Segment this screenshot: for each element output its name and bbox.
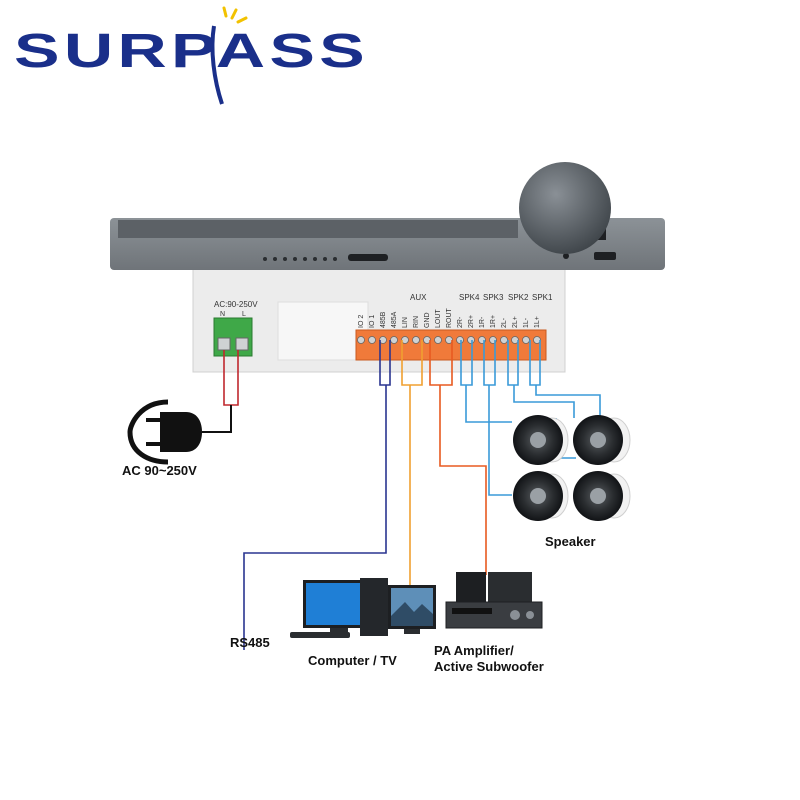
- power-l-label: L: [242, 311, 246, 318]
- amp-label-line2: Active Subwoofer: [434, 659, 544, 674]
- device-vent-holes: [263, 257, 337, 261]
- zone-label-spk3: SPK3: [483, 293, 504, 302]
- terminal-label: 1R-: [479, 316, 486, 328]
- terminal-label: ROUT: [446, 307, 453, 328]
- wiring: [223, 340, 601, 650]
- speaker-bottom-right: [573, 471, 631, 521]
- terminal-label: 485B: [380, 311, 387, 328]
- power-n-label: N: [220, 311, 225, 318]
- computer-tv-icon: [290, 578, 436, 638]
- plug-prong-bottom: [146, 442, 160, 446]
- speaker-label: Speaker: [545, 534, 596, 549]
- logo-swoosh: [210, 25, 224, 105]
- power-label: AC 90~250V: [122, 463, 197, 478]
- subwoofer-right: [488, 572, 532, 602]
- terminal-label: 1L+: [534, 316, 541, 328]
- terminal-label: 485A: [391, 311, 398, 328]
- zone-label-spk4: SPK4: [459, 293, 480, 302]
- pc-tower: [360, 578, 388, 636]
- brand-logo: SURPASS: [14, 6, 369, 105]
- terminal-block: [355, 329, 547, 361]
- terminal-label: RIN: [413, 316, 420, 328]
- terminal-label: 2L+: [512, 316, 519, 328]
- power-screw-l: [235, 337, 249, 351]
- amplifier-knob: [510, 610, 520, 620]
- logo-star: [222, 6, 248, 24]
- speaker-wires: [460, 340, 601, 496]
- zone-label-spk1: SPK1: [532, 293, 553, 302]
- terminal-label: 1L-: [523, 317, 530, 328]
- aux-label: AUX: [410, 293, 427, 302]
- terminal-label: LIN: [402, 317, 409, 328]
- plug-prong-top: [146, 418, 160, 422]
- speaker-top-left: [513, 415, 569, 465]
- rs485-wire-loop: [379, 340, 391, 386]
- speaker-bottom-left: [513, 471, 569, 521]
- rs485-wire: [243, 385, 387, 650]
- terminal-label: 2L-: [501, 317, 508, 328]
- plug-body: [160, 412, 202, 452]
- device-screen-edge: [118, 220, 518, 238]
- volume-knob[interactable]: [519, 162, 611, 254]
- sd-card-slot: [348, 254, 388, 261]
- terminal-labels: IO 2 IO 1 485B 485A LIN RIN GND LOUT ROU…: [358, 307, 541, 328]
- mic-hole: [563, 253, 569, 259]
- tv-scene-mountains: [391, 602, 433, 626]
- power-plug: [127, 399, 232, 465]
- terminal-label: 1R+: [490, 315, 497, 328]
- device-label-area: [277, 301, 369, 361]
- terminal-label: 2R-: [457, 316, 464, 328]
- usb-port: [594, 252, 616, 260]
- terminal-label: GND: [424, 312, 431, 328]
- aux-wire-loop: [401, 340, 423, 386]
- power-rating-label: AC:90-250V: [214, 300, 258, 309]
- power-screw-n: [217, 337, 231, 351]
- amplifier-icon: [445, 572, 543, 629]
- zone-label-spk2: SPK2: [508, 293, 529, 302]
- plug-cable: [202, 405, 232, 433]
- line-out-wire-loop: [429, 340, 453, 386]
- brand-name: SURPASS: [14, 25, 369, 78]
- monitor-stand: [330, 628, 348, 634]
- tv-stand: [404, 629, 420, 634]
- amplifier-knob: [526, 611, 534, 619]
- plug-outline: [127, 399, 169, 465]
- speaker-group: [513, 415, 631, 521]
- terminal-label: 2R+: [468, 315, 475, 328]
- computer-label: Computer / TV: [308, 653, 397, 668]
- amplifier-display: [452, 608, 492, 614]
- rs485-label: RS485: [230, 635, 270, 650]
- terminal-screws: [357, 336, 541, 344]
- speaker-zone-labels: SPK4 SPK3 SPK2 SPK1: [459, 293, 553, 302]
- subwoofer-left: [456, 572, 486, 602]
- terminal-label: IO 2: [358, 315, 365, 328]
- controller-device: AC:90-250V N L AUX SPK4 SPK3 SPK2 SPK1 I…: [110, 162, 665, 373]
- speaker-top-right: [573, 415, 631, 465]
- terminal-label: IO 1: [369, 315, 376, 328]
- line-out-wire: [439, 385, 487, 575]
- terminal-label: LOUT: [435, 309, 442, 328]
- amp-label-line1: PA Amplifier/: [434, 643, 514, 658]
- keyboard: [290, 632, 350, 638]
